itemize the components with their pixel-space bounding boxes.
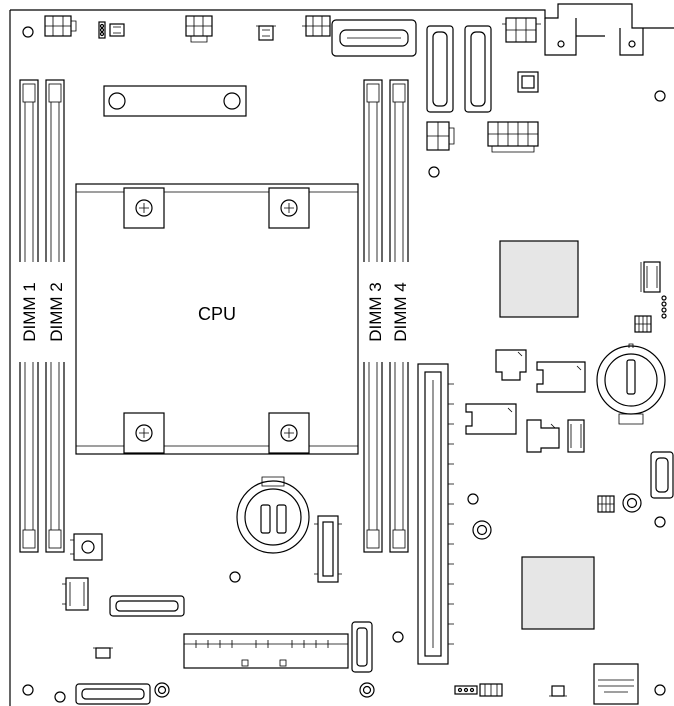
dimm-1-label: DIMM 1 [20,282,39,342]
slimline-connector-right [650,451,674,499]
power-connector-4 [502,17,541,43]
cmos-battery-center [236,476,310,554]
header-pins-bottom [454,683,503,697]
dimm-3-label: DIMM 3 [366,282,385,342]
m2-connector-1 [426,25,454,113]
sata-connector-4 [526,419,560,453]
fan-connector-mid [567,419,585,453]
fan-connector-right [640,261,661,293]
fan-connector-bottom-right [549,685,567,697]
power-connector-1 [44,15,77,37]
cpu-screw-icons [135,199,298,442]
power-connector-5 [426,121,455,151]
dimm-2-label: DIMM 2 [47,282,66,342]
header-pins-right [661,295,667,319]
bmc-chip [521,556,595,630]
slimline-connector-left [109,595,185,617]
header-grid-2 [597,495,615,513]
power-connector-left [70,533,103,561]
sata-connector-3 [465,403,517,435]
pcie-slot [417,363,454,665]
power-connector-6 [487,121,539,153]
slimline-connector-bottom [75,683,151,705]
header-connector-small [98,21,125,39]
dimm-4-label: DIMM 4 [391,282,410,342]
sata-connector-2 [536,361,586,393]
slimline-connector-bottom-mid [351,621,373,673]
dimm-label-backdrop-right [360,262,412,362]
cpu-bracket-top [103,85,247,117]
fan-connector-bottom [93,647,113,659]
bottom-wide-connector [183,633,349,669]
reset-button [517,71,539,93]
power-connector-2 [185,15,213,43]
header-grid-1 [634,315,652,333]
microsd-slot [593,663,639,705]
cmos-battery-right [596,343,666,425]
board-outline [9,3,674,706]
mounting-holes [22,26,666,703]
fan-connector-top [256,25,276,41]
cpu-label: CPU [198,304,236,324]
connector-left-lower [62,577,89,611]
slimline-connector-top [331,19,417,57]
power-connector-3 [302,15,331,37]
sata-connector-1 [495,349,527,381]
m2-connector-2 [464,25,492,113]
chipset [499,240,579,318]
dimm-label-backdrop-left [16,262,70,362]
vertical-connector-mid [314,515,342,583]
